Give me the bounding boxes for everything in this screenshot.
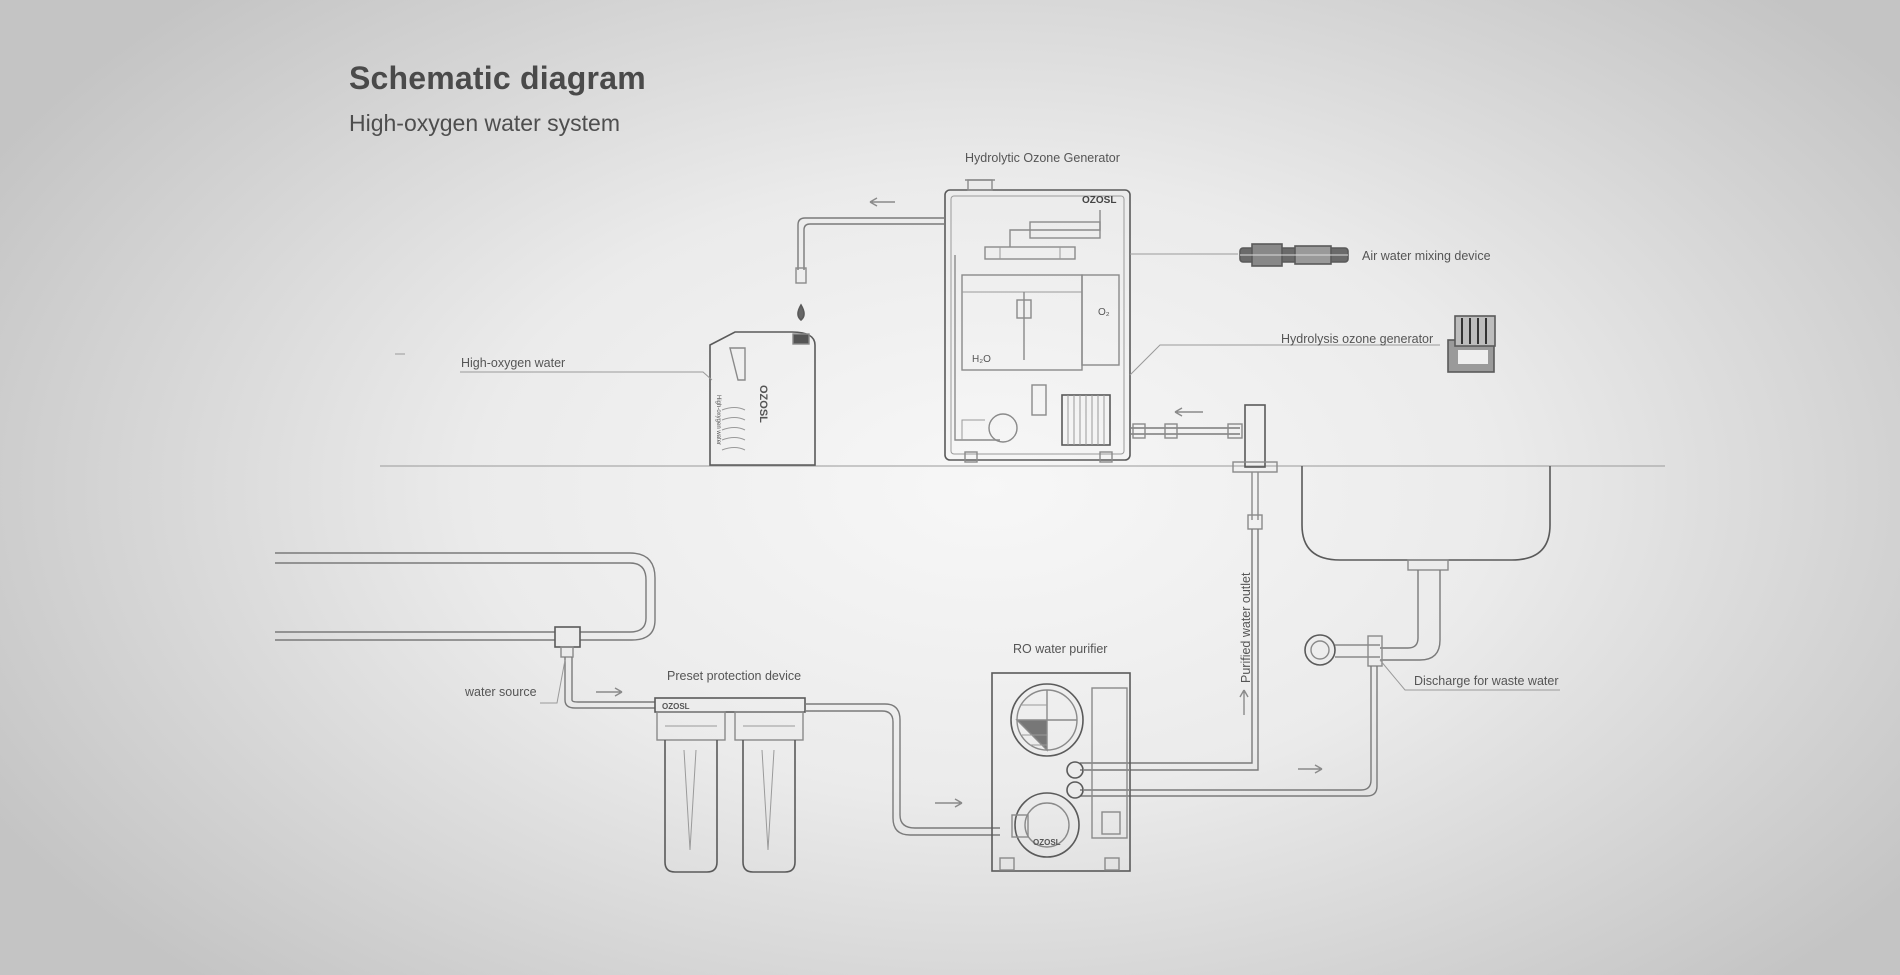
label-high-oxygen-water: High-oxygen water bbox=[461, 356, 565, 370]
arrow-left-icon bbox=[869, 197, 895, 207]
h2o-mark: H₂O bbox=[972, 354, 991, 365]
faucet bbox=[1232, 404, 1278, 530]
source-valve bbox=[554, 626, 581, 648]
outlet-pipe bbox=[797, 217, 945, 270]
bottle-brand: OZOSL bbox=[757, 385, 769, 423]
label-ro-purifier: RO water purifier bbox=[1013, 642, 1107, 656]
source-pipe-top bbox=[275, 552, 656, 641]
water-drop-icon bbox=[797, 303, 805, 322]
page-title: Schematic diagram bbox=[349, 60, 646, 96]
arrow-right-icon bbox=[935, 798, 963, 808]
ozone-generator-unit: OZOSL H₂O O₂ bbox=[944, 179, 1131, 463]
bottle-leader-line bbox=[460, 371, 713, 381]
arrow-up-icon bbox=[1239, 689, 1249, 715]
filter-brand: OZOSL bbox=[662, 702, 690, 711]
label-water-source: water source bbox=[464, 685, 537, 699]
purified-outlet-pipe bbox=[1080, 529, 1253, 764]
page-subtitle: High-oxygen water system bbox=[349, 110, 620, 136]
preset-filter-device: OZOSL bbox=[654, 697, 806, 873]
waste-pipe bbox=[1080, 666, 1372, 791]
label-hydrolytic-ozone-generator: Hydrolytic Ozone Generator bbox=[965, 151, 1120, 165]
discharge-leader-line bbox=[1379, 659, 1560, 691]
arrow-left-icon bbox=[1174, 407, 1203, 417]
o2-mark: O₂ bbox=[1098, 307, 1110, 318]
water-bottle: OZOSL High-oxygen water bbox=[709, 331, 816, 466]
ro-brand: OZOSL bbox=[1033, 838, 1061, 847]
hydrolysis-generator-icon bbox=[1447, 315, 1496, 373]
label-discharge-waste: Discharge for waste water bbox=[1414, 674, 1559, 688]
label-hydrolysis-generator: Hydrolysis ozone generator bbox=[1281, 332, 1433, 346]
bottle-text: High-oxygen water bbox=[715, 395, 721, 445]
ozone-brand-mark: OZOSL bbox=[1082, 195, 1116, 206]
air-water-mixing-icon bbox=[1239, 243, 1349, 267]
arrow-right-icon bbox=[596, 687, 623, 697]
hydrolysis-leader-line bbox=[1129, 344, 1440, 376]
source-leader-line bbox=[540, 659, 566, 704]
sink bbox=[1301, 466, 1551, 667]
ro-purifier-unit: OZOSL bbox=[991, 672, 1131, 872]
label-preset-protection: Preset protection device bbox=[667, 669, 801, 683]
label-air-water-mixing: Air water mixing device bbox=[1362, 249, 1491, 263]
arrow-right-icon bbox=[1298, 764, 1323, 774]
label-purified-outlet: Purified water outlet bbox=[1239, 572, 1253, 683]
filter-to-ro-pipe bbox=[805, 703, 1000, 829]
